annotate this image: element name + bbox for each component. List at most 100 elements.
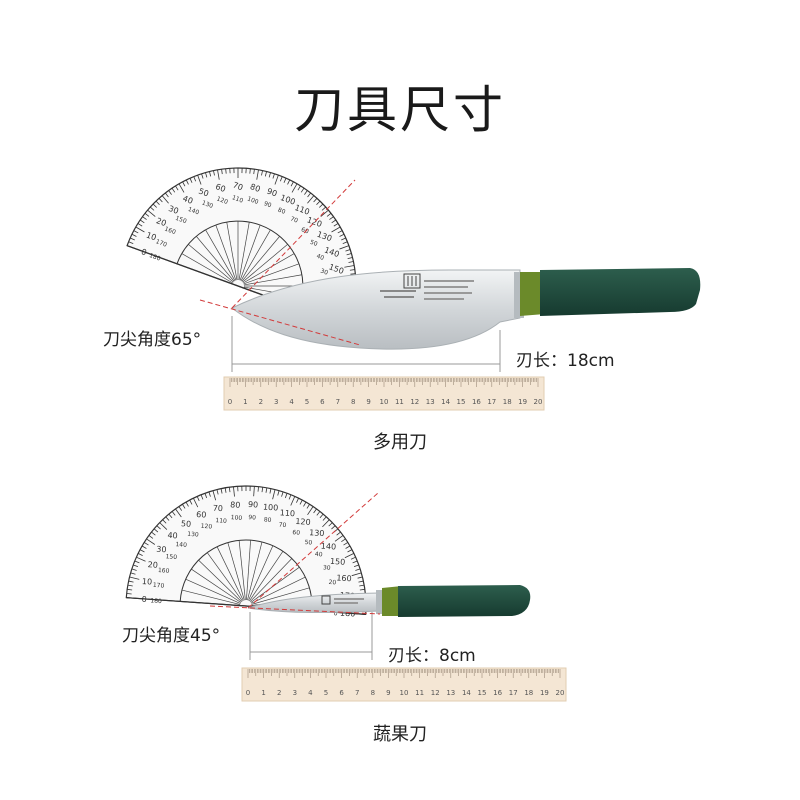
svg-text:0: 0 bbox=[140, 247, 148, 257]
svg-text:16: 16 bbox=[472, 398, 481, 406]
svg-text:0: 0 bbox=[141, 595, 147, 604]
svg-text:170: 170 bbox=[155, 238, 168, 249]
tip-angle-label-knife-1: 刀尖角度65° bbox=[103, 330, 202, 350]
svg-text:10: 10 bbox=[380, 398, 389, 406]
knife-name-1: 多用刀 bbox=[373, 432, 427, 453]
svg-text:0: 0 bbox=[246, 689, 250, 697]
svg-text:5: 5 bbox=[305, 398, 309, 406]
brand-logo-icon bbox=[380, 273, 474, 300]
svg-text:12: 12 bbox=[410, 398, 419, 406]
svg-text:110: 110 bbox=[280, 508, 296, 518]
svg-text:80: 80 bbox=[277, 207, 287, 216]
svg-text:9: 9 bbox=[366, 398, 370, 406]
svg-text:50: 50 bbox=[197, 187, 210, 199]
svg-text:160: 160 bbox=[336, 573, 352, 583]
svg-text:70: 70 bbox=[289, 215, 299, 224]
svg-text:20: 20 bbox=[556, 689, 565, 697]
svg-text:20: 20 bbox=[155, 216, 168, 228]
svg-text:30: 30 bbox=[319, 268, 329, 277]
svg-text:140: 140 bbox=[321, 542, 337, 552]
knife-icon bbox=[247, 585, 531, 617]
svg-text:130: 130 bbox=[309, 528, 325, 538]
svg-text:130: 130 bbox=[201, 199, 214, 210]
svg-text:180: 180 bbox=[150, 597, 162, 605]
svg-text:17: 17 bbox=[487, 398, 496, 406]
svg-text:20: 20 bbox=[534, 398, 543, 406]
svg-text:1: 1 bbox=[261, 689, 265, 697]
svg-text:3: 3 bbox=[293, 689, 297, 697]
svg-text:140: 140 bbox=[187, 206, 200, 217]
svg-text:5: 5 bbox=[324, 689, 328, 697]
knife-name-2: 蔬果刀 bbox=[373, 724, 427, 745]
svg-text:40: 40 bbox=[315, 253, 325, 262]
svg-text:40: 40 bbox=[167, 531, 178, 541]
svg-text:180: 180 bbox=[340, 609, 356, 619]
svg-text:8: 8 bbox=[371, 689, 375, 697]
svg-text:0: 0 bbox=[334, 610, 338, 617]
svg-text:80: 80 bbox=[264, 516, 272, 524]
svg-text:7: 7 bbox=[355, 689, 359, 697]
svg-text:80: 80 bbox=[249, 182, 262, 194]
svg-text:20: 20 bbox=[328, 579, 336, 587]
svg-text:160: 160 bbox=[163, 226, 176, 237]
svg-text:70: 70 bbox=[278, 522, 286, 530]
svg-text:120: 120 bbox=[295, 517, 311, 527]
svg-text:13: 13 bbox=[446, 689, 455, 697]
svg-text:1: 1 bbox=[243, 398, 247, 406]
svg-text:9: 9 bbox=[386, 689, 390, 697]
svg-text:160: 160 bbox=[158, 567, 170, 575]
svg-text:40: 40 bbox=[315, 551, 323, 559]
svg-text:10: 10 bbox=[400, 689, 409, 697]
svg-text:30: 30 bbox=[156, 545, 167, 555]
svg-text:10: 10 bbox=[145, 230, 158, 242]
svg-text:150: 150 bbox=[165, 553, 177, 561]
svg-text:2: 2 bbox=[259, 398, 263, 406]
svg-text:30: 30 bbox=[167, 204, 180, 216]
svg-text:15: 15 bbox=[478, 689, 487, 697]
svg-text:11: 11 bbox=[415, 689, 424, 697]
page-title: 刀具尺寸 bbox=[294, 81, 506, 139]
svg-text:14: 14 bbox=[441, 398, 450, 406]
tip-angle-label-knife-2: 刀尖角度45° bbox=[122, 626, 221, 646]
svg-text:50: 50 bbox=[304, 539, 312, 547]
svg-text:60: 60 bbox=[214, 182, 227, 194]
svg-text:150: 150 bbox=[174, 215, 187, 226]
svg-text:17: 17 bbox=[509, 689, 518, 697]
svg-text:3: 3 bbox=[274, 398, 278, 406]
svg-text:130: 130 bbox=[187, 531, 199, 539]
svg-text:90: 90 bbox=[263, 200, 273, 209]
svg-text:100: 100 bbox=[246, 195, 259, 206]
svg-text:4: 4 bbox=[308, 689, 313, 697]
svg-text:60: 60 bbox=[292, 529, 300, 537]
svg-text:10: 10 bbox=[142, 577, 153, 587]
svg-text:70: 70 bbox=[232, 180, 245, 192]
svg-text:19: 19 bbox=[518, 398, 527, 406]
brand-logo-icon bbox=[321, 595, 364, 605]
svg-text:140: 140 bbox=[175, 541, 187, 549]
svg-text:4: 4 bbox=[289, 398, 294, 406]
svg-text:18: 18 bbox=[503, 398, 512, 406]
svg-text:110: 110 bbox=[231, 194, 244, 205]
svg-text:180: 180 bbox=[148, 252, 161, 263]
svg-text:90: 90 bbox=[266, 187, 279, 199]
svg-text:90: 90 bbox=[248, 500, 259, 510]
svg-text:14: 14 bbox=[462, 689, 471, 697]
svg-text:170: 170 bbox=[153, 582, 165, 590]
svg-text:6: 6 bbox=[339, 689, 344, 697]
svg-text:90: 90 bbox=[248, 514, 256, 522]
svg-text:11: 11 bbox=[395, 398, 404, 406]
svg-text:70: 70 bbox=[212, 504, 223, 514]
blade-length-label-knife-2: 刃长：8cm bbox=[388, 646, 476, 666]
svg-text:20: 20 bbox=[147, 560, 158, 570]
svg-text:15: 15 bbox=[457, 398, 466, 406]
svg-text:16: 16 bbox=[493, 689, 502, 697]
svg-text:8: 8 bbox=[351, 398, 355, 406]
svg-text:60: 60 bbox=[196, 510, 207, 520]
svg-text:110: 110 bbox=[215, 517, 227, 525]
svg-text:120: 120 bbox=[200, 523, 212, 531]
svg-text:30: 30 bbox=[323, 564, 331, 572]
svg-text:12: 12 bbox=[431, 689, 440, 697]
